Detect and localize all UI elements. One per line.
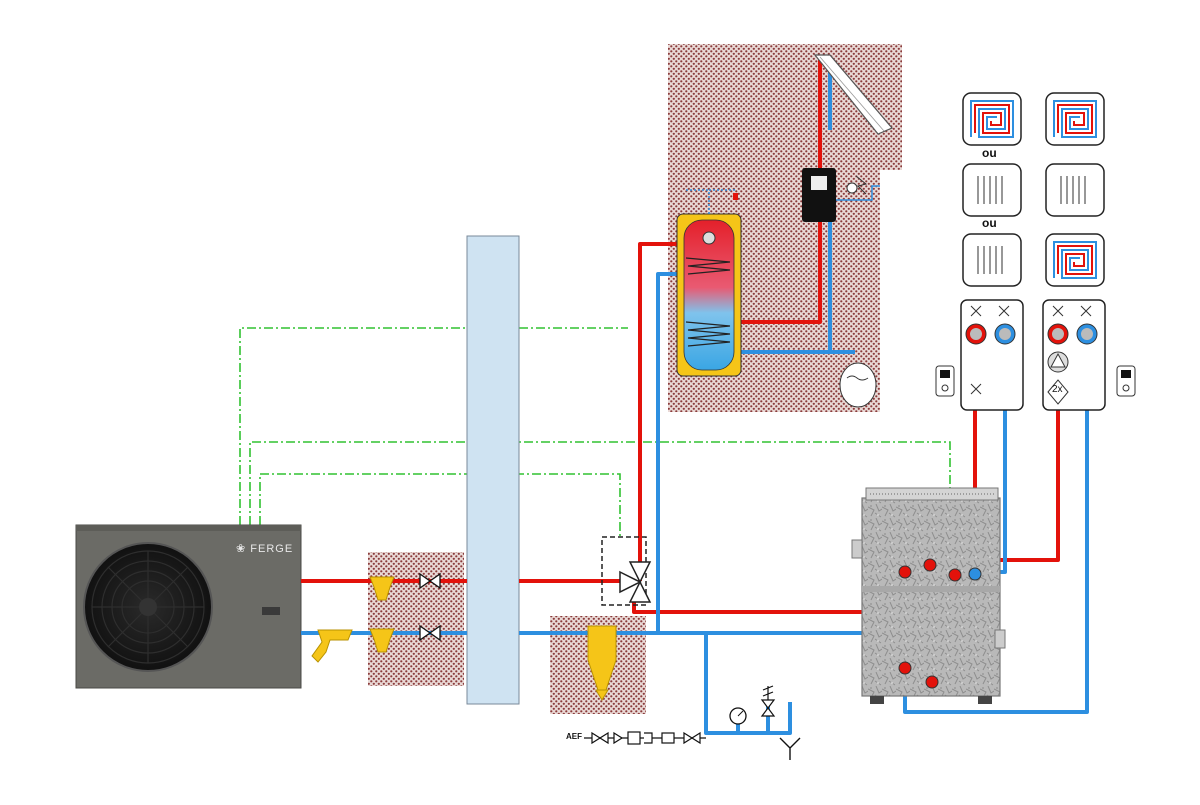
pressure-gauge-icon [729,707,747,725]
magnetic-separator [587,625,617,701]
room-thermostat-icon [1116,365,1136,397]
underfloor-heating-icon [962,92,1022,146]
pump-group-2 [1042,299,1106,411]
underfloor-heating-icon [1045,92,1105,146]
underfloor-heating-icon [1045,233,1105,287]
dhw-cylinder [676,189,742,377]
radiator-icon [962,163,1022,217]
cold-water-supply-label: AEF [566,732,582,741]
safety-valve-icon [760,685,776,717]
heat-pump-brand-logo: ❀ FERGE [236,543,294,555]
solar-collector [813,54,893,135]
or-label: ou [982,146,997,160]
solar-station [802,168,880,222]
technical-zone-filters [368,552,464,686]
buffer-tank [466,235,520,705]
drain-funnel-icon [779,737,801,760]
pump-group-1 [960,299,1024,411]
radiator-icon [1045,163,1105,217]
boiler [851,487,1006,704]
isolation-valves [419,572,441,642]
emitters [962,92,1105,287]
filter-icons [311,576,395,663]
room-thermostat-icon [935,365,955,397]
heat-pump-unit [75,524,302,689]
pump-multiplier-label: 2x [1052,384,1063,395]
expansion-vessel [839,362,877,408]
or-label: ou [982,216,997,230]
three-way-valve [601,536,652,606]
radiator-icon [962,233,1022,287]
fill-line [584,731,706,745]
